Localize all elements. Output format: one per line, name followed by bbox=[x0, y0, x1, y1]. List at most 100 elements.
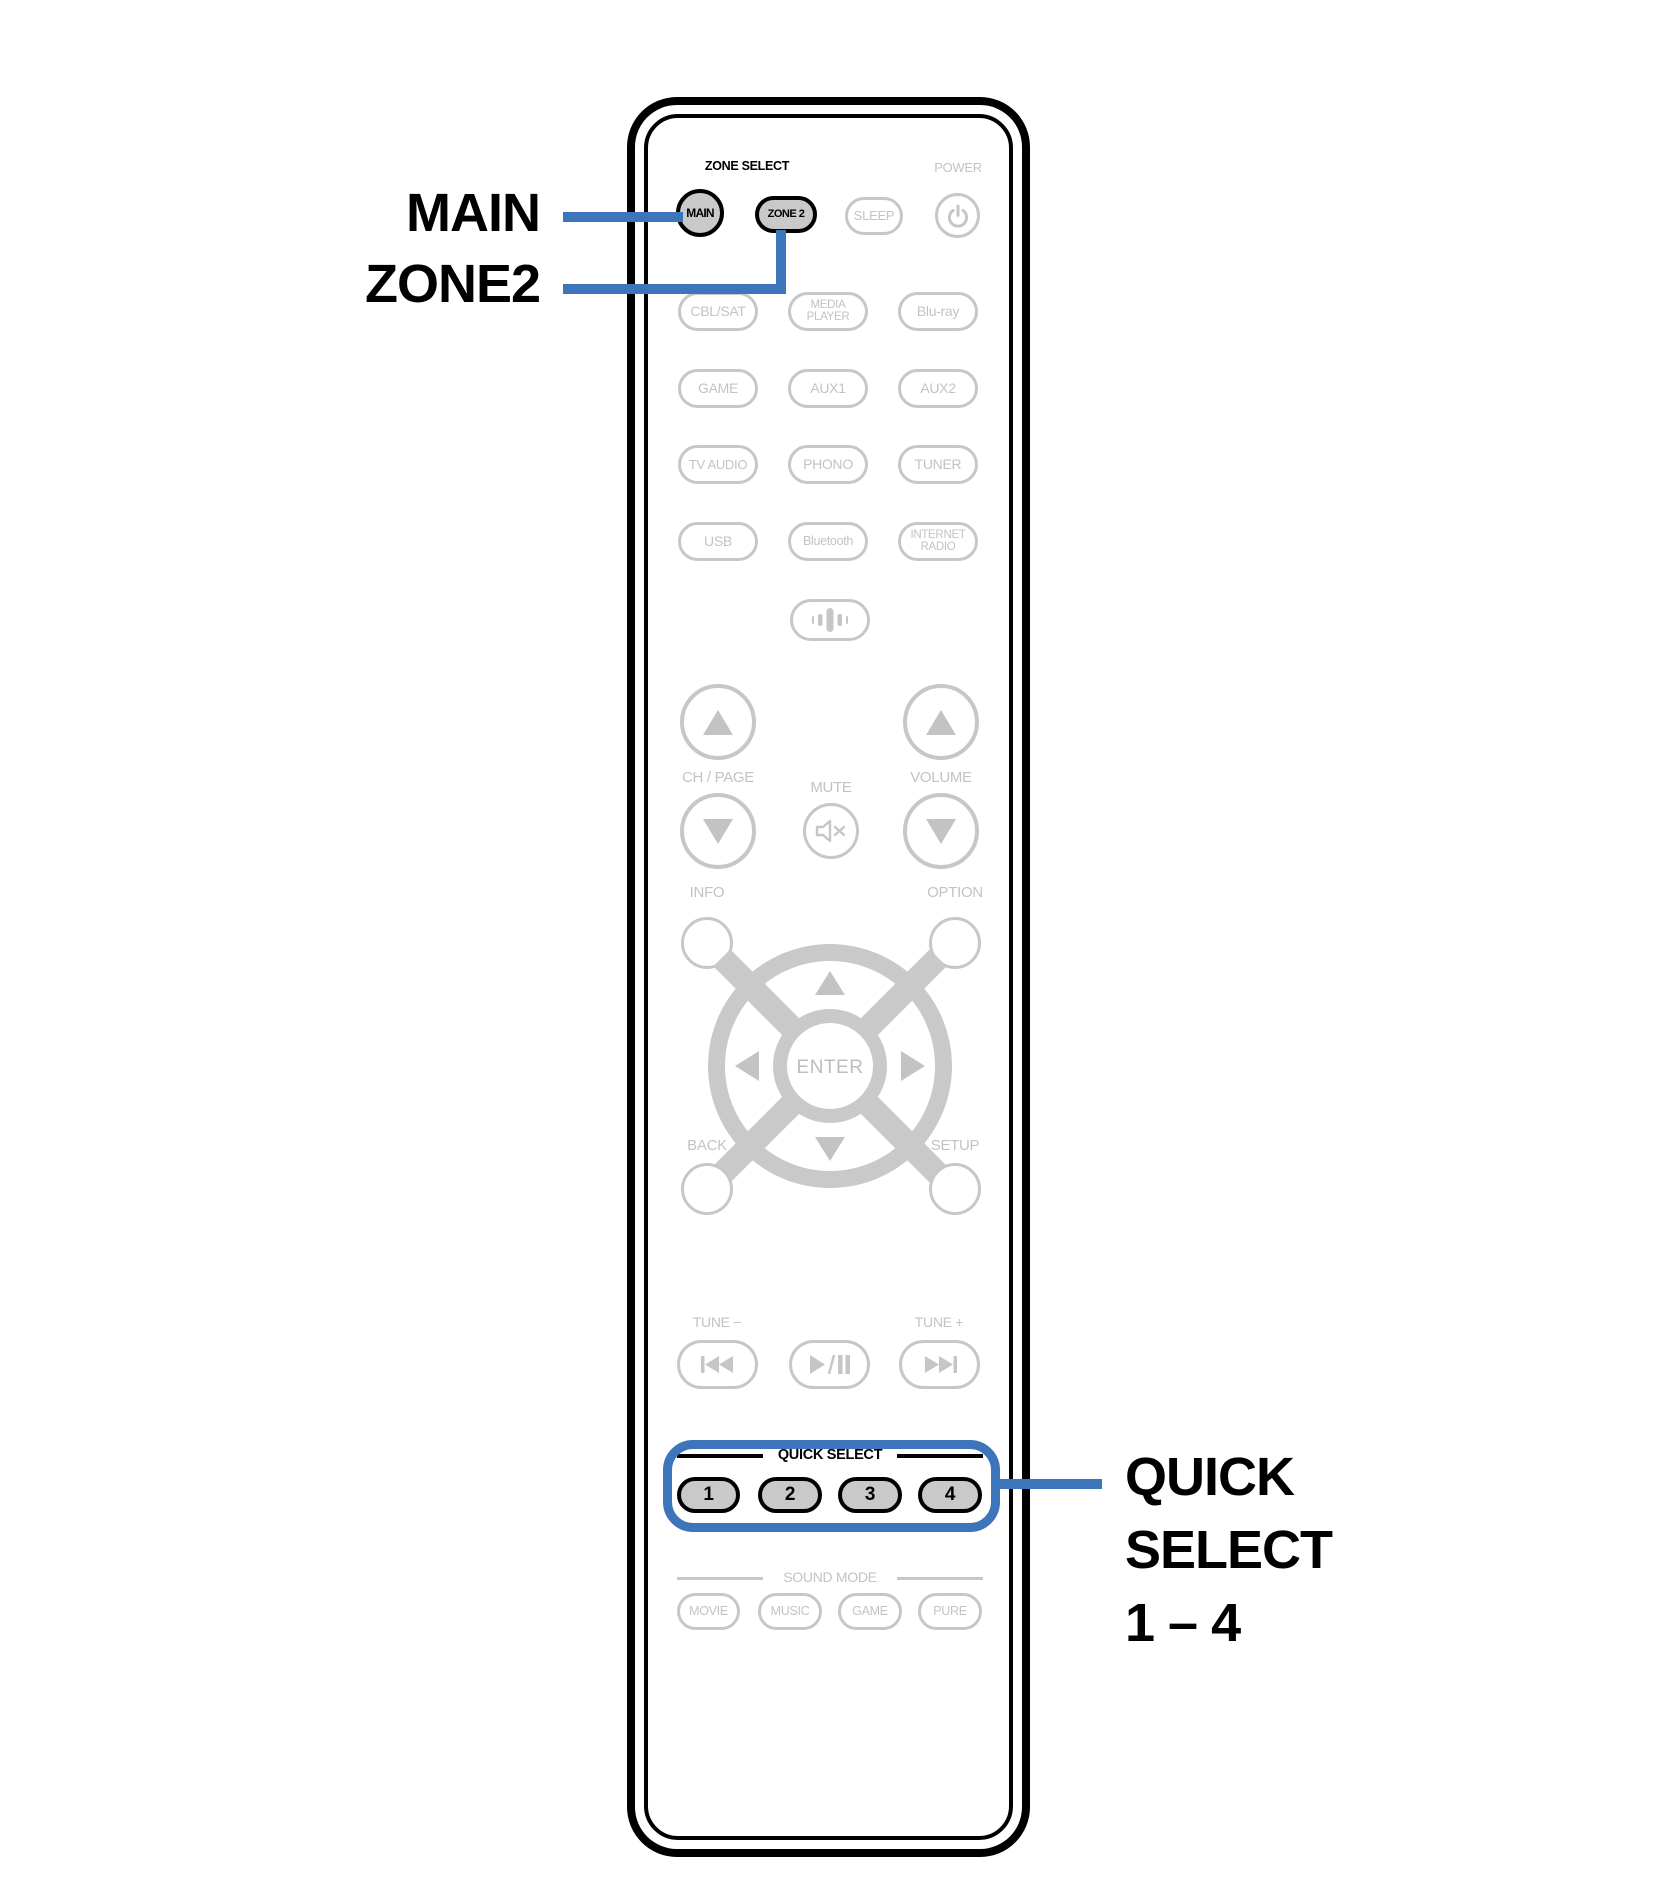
cursor-down-icon[interactable] bbox=[815, 1137, 845, 1161]
quick-select-2-button[interactable]: 2 bbox=[758, 1477, 822, 1513]
tune-minus-label: TUNE − bbox=[692, 1314, 742, 1330]
source-label: Bluetooth bbox=[802, 534, 854, 549]
source-label: TUNER bbox=[914, 456, 962, 473]
power-button[interactable] bbox=[935, 193, 980, 238]
skip-forward-button[interactable] bbox=[899, 1340, 980, 1389]
sound-mode-music-label: MUSIC bbox=[770, 1604, 810, 1619]
source-button-media-player[interactable]: MEDIA PLAYER bbox=[788, 292, 868, 331]
source-button-bluetooth[interactable]: Bluetooth bbox=[788, 522, 868, 561]
source-button-game[interactable]: GAME bbox=[678, 369, 758, 408]
sound-mode-pure-button[interactable]: PURE bbox=[918, 1593, 982, 1630]
back-button[interactable] bbox=[681, 1163, 733, 1215]
source-button-tv-audio[interactable]: TV AUDIO bbox=[678, 445, 758, 484]
source-label: INTERNET RADIO bbox=[910, 528, 966, 553]
callout-line-zone2-horizontal bbox=[563, 284, 783, 294]
sound-mode-label: SOUND MODE bbox=[783, 1569, 877, 1585]
channel-level-icon bbox=[812, 608, 848, 632]
triangle-down-icon bbox=[703, 818, 733, 844]
info-label: INFO bbox=[689, 884, 725, 901]
callout-main-label: MAIN bbox=[406, 183, 541, 243]
source-label: PHONO bbox=[803, 456, 853, 473]
quick-select-4-button[interactable]: 4 bbox=[918, 1477, 982, 1513]
source-label: GAME bbox=[697, 380, 739, 397]
quick-select-3-label: 3 bbox=[864, 1484, 876, 1506]
cursor-left-icon[interactable] bbox=[735, 1051, 759, 1081]
remote-body-inner-outline bbox=[644, 114, 1013, 1840]
mute-speaker-x-icon bbox=[815, 819, 846, 843]
callout-quick-select-line1: QUICK bbox=[1125, 1447, 1295, 1507]
setup-button[interactable] bbox=[929, 1163, 981, 1215]
sound-mode-music-button[interactable]: MUSIC bbox=[758, 1593, 822, 1630]
option-button[interactable] bbox=[929, 917, 981, 969]
mute-button[interactable] bbox=[803, 803, 859, 859]
ch-page-label: CH / PAGE bbox=[681, 769, 755, 786]
source-label: CBL/SAT bbox=[690, 303, 746, 320]
sound-mode-dash-right bbox=[897, 1577, 983, 1580]
setup-label: SETUP bbox=[930, 1137, 980, 1154]
quick-select-highlight-box bbox=[663, 1440, 1000, 1532]
quick-select-4-label: 4 bbox=[944, 1484, 956, 1506]
source-button-aux1[interactable]: AUX1 bbox=[788, 369, 868, 408]
channel-level-button[interactable] bbox=[790, 599, 870, 641]
source-button-blu-ray[interactable]: Blu-ray bbox=[898, 292, 978, 331]
quick-select-2-label: 2 bbox=[784, 1484, 796, 1506]
tune-plus-label: TUNE + bbox=[914, 1314, 964, 1330]
cursor-pad[interactable]: ENTER bbox=[707, 943, 953, 1189]
info-button[interactable] bbox=[681, 917, 733, 969]
main-zone-button-label: MAIN bbox=[686, 206, 714, 220]
triangle-up-icon bbox=[703, 709, 733, 735]
volume-up-button[interactable] bbox=[903, 684, 979, 760]
sound-mode-game-button[interactable]: GAME bbox=[838, 1593, 902, 1630]
callout-line-main bbox=[563, 212, 683, 222]
skip-back-button[interactable] bbox=[677, 1340, 758, 1389]
volume-down-button[interactable] bbox=[903, 793, 979, 869]
quick-select-dash-left bbox=[677, 1454, 763, 1458]
quick-select-1-button[interactable]: 1 bbox=[677, 1477, 740, 1513]
quick-select-label: QUICK SELECT bbox=[777, 1447, 883, 1463]
quick-select-1-label: 1 bbox=[703, 1484, 714, 1506]
callout-line-zone2-vertical bbox=[776, 230, 786, 294]
volume-label: VOLUME bbox=[910, 769, 972, 786]
callout-quick-select-label: QUICK SELECT 1 – 4 bbox=[1125, 1441, 1465, 1660]
callout-quick-select-line2: SELECT bbox=[1125, 1520, 1333, 1580]
mute-label: MUTE bbox=[810, 779, 852, 796]
source-button-usb[interactable]: USB bbox=[678, 522, 758, 561]
sleep-button-label: SLEEP bbox=[853, 208, 895, 224]
sound-mode-game-label: GAME bbox=[852, 1604, 888, 1619]
skip-back-icon bbox=[700, 1356, 733, 1373]
source-button-cbl-sat[interactable]: CBL/SAT bbox=[678, 292, 758, 331]
channel-up-button[interactable] bbox=[680, 684, 756, 760]
remote-body: ZONE SELECT POWER MAIN ZONE 2 SLEEP CBL/… bbox=[627, 97, 1030, 1857]
sleep-button[interactable]: SLEEP bbox=[845, 197, 903, 235]
play-pause-icon bbox=[809, 1355, 850, 1374]
quick-select-3-button[interactable]: 3 bbox=[838, 1477, 902, 1513]
power-icon bbox=[947, 204, 968, 228]
back-label: BACK bbox=[687, 1137, 727, 1154]
channel-down-button[interactable] bbox=[680, 793, 756, 869]
source-label: USB bbox=[704, 533, 732, 550]
quick-select-dash-right bbox=[897, 1454, 983, 1458]
source-label: AUX1 bbox=[810, 380, 846, 397]
source-button-internet-radio[interactable]: INTERNET RADIO bbox=[898, 522, 978, 561]
triangle-up-icon bbox=[926, 709, 956, 735]
source-label: Blu-ray bbox=[916, 303, 960, 320]
sound-mode-movie-button[interactable]: MOVIE bbox=[677, 1593, 740, 1630]
zone2-button[interactable]: ZONE 2 bbox=[755, 196, 817, 233]
option-label: OPTION bbox=[927, 884, 983, 901]
play-pause-button[interactable] bbox=[789, 1340, 870, 1389]
triangle-down-icon bbox=[926, 818, 956, 844]
callout-quick-select-line3: 1 – 4 bbox=[1125, 1593, 1241, 1653]
power-label: POWER bbox=[934, 160, 982, 175]
source-button-tuner[interactable]: TUNER bbox=[898, 445, 978, 484]
cursor-up-icon[interactable] bbox=[815, 971, 845, 995]
sound-mode-pure-label: PURE bbox=[933, 1604, 967, 1619]
main-zone-button[interactable]: MAIN bbox=[676, 189, 724, 237]
source-button-phono[interactable]: PHONO bbox=[788, 445, 868, 484]
source-label: AUX2 bbox=[920, 380, 956, 397]
callout-line-quick-select bbox=[996, 1479, 1102, 1489]
enter-button-label[interactable]: ENTER bbox=[797, 1057, 864, 1078]
source-label: TV AUDIO bbox=[688, 456, 748, 472]
cursor-right-icon[interactable] bbox=[901, 1051, 925, 1081]
source-button-aux2[interactable]: AUX2 bbox=[898, 369, 978, 408]
